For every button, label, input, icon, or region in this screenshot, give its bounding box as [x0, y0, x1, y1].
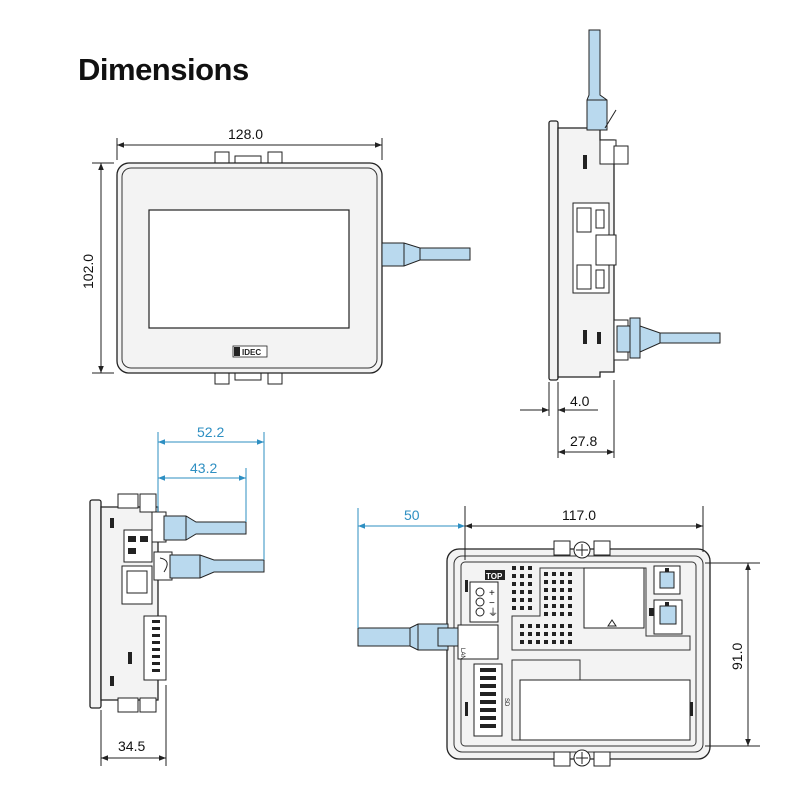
rear-cable: [357, 623, 449, 651]
front-top-clip-left: [214, 151, 230, 165]
side-lower-cable: [616, 325, 721, 353]
rear-height-label: 91.0: [729, 643, 745, 670]
bottom-cable-lower: [169, 554, 265, 579]
bottom-cable-b-label: 43.2: [190, 460, 217, 476]
bottom-cable-a-label: 52.2: [197, 424, 224, 440]
front-view: IDEC 128.0 102.0: [80, 126, 471, 385]
page-title: Dimensions: [78, 52, 249, 87]
front-width-label: 128.0: [228, 126, 263, 142]
top-marker: TOP: [486, 572, 503, 581]
side-total-depth-label: 27.8: [570, 433, 597, 449]
sd-label: SD: [503, 698, 509, 707]
rear-lower-panel: [519, 679, 691, 741]
side-top-cable: [586, 29, 608, 131]
bottom-view: 52.2 43.2 34.5: [89, 424, 265, 766]
front-height-label: 102.0: [80, 254, 96, 289]
front-top-clip-right: [267, 151, 283, 165]
rear-label-area: [583, 567, 645, 629]
lan-label: LAN: [459, 648, 465, 660]
logo-text: IDEC: [242, 348, 261, 357]
rear-view: TOP + − ⏚: [357, 506, 760, 767]
ground-label: ⏚: [488, 607, 498, 619]
side-front-depth-label: 4.0: [570, 393, 590, 409]
front-screen: [148, 209, 350, 329]
front-bezel-inner: [121, 167, 378, 369]
vent-grid: [512, 566, 532, 610]
minus-label: −: [489, 598, 495, 609]
bottom-cable-upper: [163, 515, 247, 541]
rear-cable-label: 50: [404, 507, 420, 523]
bottom-bezel: [89, 499, 102, 709]
front-bottom-clip-right: [267, 371, 283, 385]
bottom-depth-label: 34.5: [118, 738, 145, 754]
side-bezel: [548, 120, 559, 381]
idec-logo: [232, 345, 268, 358]
side-view: 4.0 27.8: [520, 29, 721, 458]
rear-width-label: 117.0: [562, 507, 596, 523]
front-bottom-clip-left: [214, 371, 230, 385]
front-cable: [381, 242, 471, 267]
plus-label: +: [489, 588, 495, 599]
